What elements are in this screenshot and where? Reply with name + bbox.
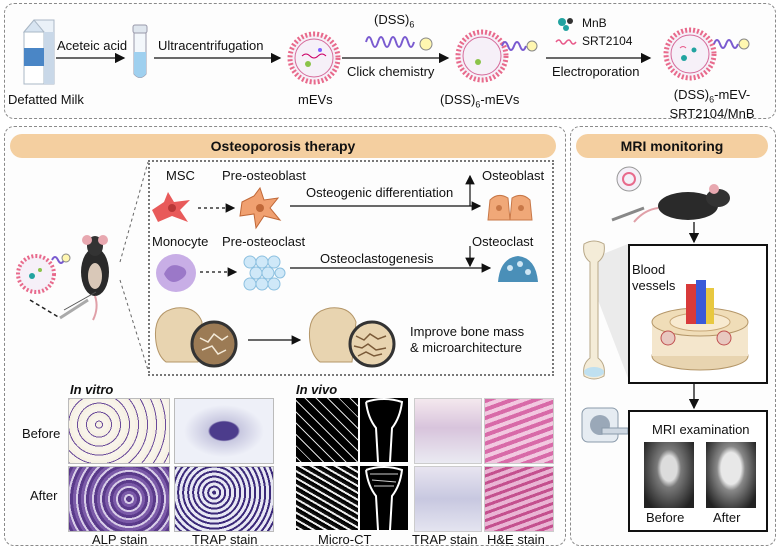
osteoporosis-header: Osteoporosis therapy — [10, 134, 556, 158]
pre-osteoblast-icon — [238, 186, 284, 230]
label-final-product: (DSS)6-mEV- SRT2104/MnB — [669, 87, 755, 121]
microct-after-bone-image — [360, 466, 408, 530]
vial-icon — [130, 24, 150, 82]
label-mevs: mEVs — [298, 92, 333, 107]
mri-vesicle-icon — [614, 164, 644, 194]
label-before-row: Before — [22, 426, 61, 441]
msc-cell-icon — [150, 190, 194, 226]
trap-after-image — [174, 466, 274, 532]
he-after-image — [484, 466, 554, 532]
dss-mev-vesicle-icon — [452, 24, 542, 86]
trap-vivo-after-image — [414, 466, 482, 532]
label-trap-stain-vivo: TRAP stain — [412, 532, 478, 547]
microct-before-bone-image — [360, 398, 408, 462]
label-dss6: (DSS)6 — [374, 12, 415, 30]
label-mri-examination: MRI examination — [652, 422, 750, 437]
mri-header: MRI monitoring — [576, 134, 768, 158]
label-after-row: After — [30, 488, 58, 503]
label-mri-after: After — [713, 510, 741, 525]
dss-peptide-icon — [364, 30, 436, 52]
label-improve-2: & microarchitecture — [410, 340, 522, 355]
monocyte-cell-icon — [154, 252, 198, 294]
vesicle-small-icon — [12, 246, 72, 298]
label-acetic-acid: Aceteic acid — [57, 38, 128, 53]
label-in-vivo: In vivo — [296, 382, 338, 397]
osteoblast-cell-icon — [486, 190, 534, 224]
mri-mouse-icon — [610, 180, 740, 226]
microct-before-image — [296, 398, 358, 462]
bone-cross-section-icon — [648, 276, 752, 372]
alp-before-image — [68, 398, 170, 464]
srt2104-icon — [555, 38, 577, 46]
label-electroporation: Electroporation — [552, 64, 640, 79]
osteoclast-cell-icon — [496, 254, 540, 284]
bone-osteoporotic-icon — [152, 302, 242, 368]
he-before-image — [484, 398, 554, 464]
milk-carton-icon — [20, 18, 58, 86]
alp-after-image — [68, 466, 170, 532]
final-vesicle-icon — [656, 22, 768, 84]
label-mnb: MnB — [582, 16, 607, 30]
label-dss-mevs: (DSS)6-mEVs — [440, 92, 520, 110]
microct-after-image — [296, 466, 358, 530]
mechanism-box — [148, 160, 554, 376]
mouse-icon — [70, 226, 120, 322]
label-pre-osteoclast: Pre-osteoclast — [222, 234, 306, 249]
mri-scanner-icon — [578, 404, 630, 448]
label-blood: Blood — [632, 262, 666, 277]
mri-before-image — [644, 442, 694, 508]
label-srt2104: SRT2104 — [582, 34, 633, 48]
label-defatted-milk: Defatted Milk — [8, 92, 84, 107]
label-mri-before: Before — [646, 510, 685, 525]
label-monocyte: Monocyte — [152, 234, 209, 249]
label-vessels: vessels — [632, 278, 676, 293]
label-osteoclastogenesis: Osteoclastogenesis — [320, 251, 434, 266]
label-osteoblast: Osteoblast — [482, 168, 545, 183]
trap-before-image — [174, 398, 274, 464]
long-bone-icon — [580, 240, 608, 380]
label-improve-1: Improve bone mass — [410, 324, 525, 339]
label-msc: MSC — [166, 168, 195, 183]
mri-after-image — [706, 442, 756, 508]
label-osteoclast: Osteoclast — [472, 234, 534, 249]
label-in-vitro: In vitro — [70, 382, 114, 397]
label-pre-osteoblast: Pre-osteoblast — [222, 168, 306, 183]
trap-vivo-before-image — [414, 398, 482, 464]
label-ultracentrifugation: Ultracentrifugation — [158, 38, 264, 53]
label-he-stain: H&E stain — [487, 532, 545, 547]
bone-improved-icon — [306, 302, 400, 368]
label-trap-stain: TRAP stain — [192, 532, 258, 547]
label-click-chemistry: Click chemistry — [347, 64, 435, 79]
mev-vesicle-icon — [284, 28, 344, 88]
label-osteogenic: Osteogenic differentiation — [306, 185, 454, 200]
label-micro-ct: Micro-CT — [318, 532, 372, 547]
pre-osteoclast-icon — [240, 252, 286, 294]
mnb-molecule-icon — [556, 16, 576, 32]
label-alp-stain: ALP stain — [92, 532, 148, 547]
